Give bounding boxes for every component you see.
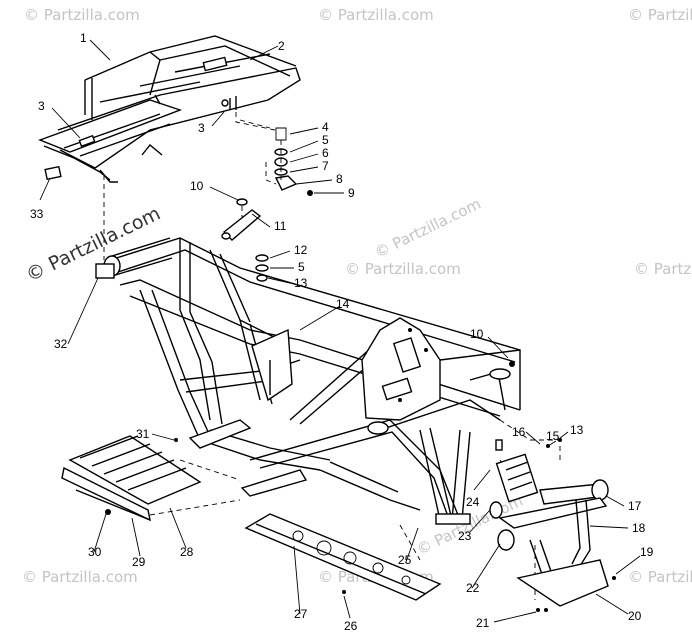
callout-6: 6 <box>322 146 329 160</box>
watermark-text: © Partzilla.com <box>628 568 692 586</box>
callout-12: 12 <box>294 243 308 257</box>
callout-8: 8 <box>336 172 343 186</box>
callout-25: 25 <box>398 553 412 567</box>
callout-7: 7 <box>322 159 329 173</box>
callout-15: 15 <box>546 429 560 443</box>
rear-rack <box>38 35 301 183</box>
callout-18: 18 <box>632 521 646 535</box>
callout-17: 17 <box>628 499 642 513</box>
callout-11: 11 <box>274 219 287 233</box>
left-footrest <box>61 435 202 522</box>
callout-29: 29 <box>132 555 146 569</box>
callout-20: 20 <box>628 609 642 623</box>
callout-27: 27 <box>294 607 308 621</box>
watermark-text: © Partzilla.com <box>634 260 692 278</box>
leader-lines <box>39 39 641 623</box>
callout-2: 2 <box>278 39 285 53</box>
callout-5: 5 <box>322 133 329 147</box>
callout-10: 10 <box>470 327 484 341</box>
callout-10: 10 <box>190 179 204 193</box>
callout-24: 24 <box>466 495 480 509</box>
callout-32: 32 <box>54 337 68 351</box>
callout-4: 4 <box>322 120 329 134</box>
callout-9: 9 <box>348 186 355 200</box>
end-cap <box>95 263 115 279</box>
skid-plate <box>244 513 442 601</box>
hardware-stack <box>221 119 313 282</box>
callout-22: 22 <box>466 581 480 595</box>
watermark-text: © Partzilla.com <box>345 260 461 278</box>
callout-13: 13 <box>570 423 584 437</box>
callout-33: 33 <box>30 207 44 221</box>
callout-3: 3 <box>198 121 205 135</box>
callout-26: 26 <box>344 619 358 633</box>
watermark-text: © Partzilla.com <box>372 195 484 262</box>
callout-16: 16 <box>512 425 526 439</box>
callout-5: 5 <box>298 260 305 274</box>
watermark-text: © Partzilla.com <box>23 202 164 286</box>
callout-19: 19 <box>640 545 654 559</box>
callout-30: 30 <box>88 545 102 559</box>
callouts: 1 2 3 3 4 5 6 7 8 9 10 11 12 5 13 14 33 … <box>30 31 654 633</box>
callout-3: 3 <box>38 99 45 113</box>
callout-13: 13 <box>294 276 308 290</box>
callout-28: 28 <box>180 545 194 559</box>
watermark-text: © Partzilla.com <box>22 568 138 586</box>
callout-14: 14 <box>336 297 350 311</box>
callout-23: 23 <box>458 529 472 543</box>
watermark-text: © Partzilla.com <box>318 6 434 24</box>
callout-1: 1 <box>80 31 87 45</box>
main-frame <box>103 112 561 600</box>
callout-21: 21 <box>476 616 490 630</box>
watermark-text: © Partzilla.com <box>628 6 692 24</box>
right-footrest <box>489 361 616 612</box>
watermark-text: © Partzilla.com <box>24 6 140 24</box>
callout-31: 31 <box>136 427 150 441</box>
